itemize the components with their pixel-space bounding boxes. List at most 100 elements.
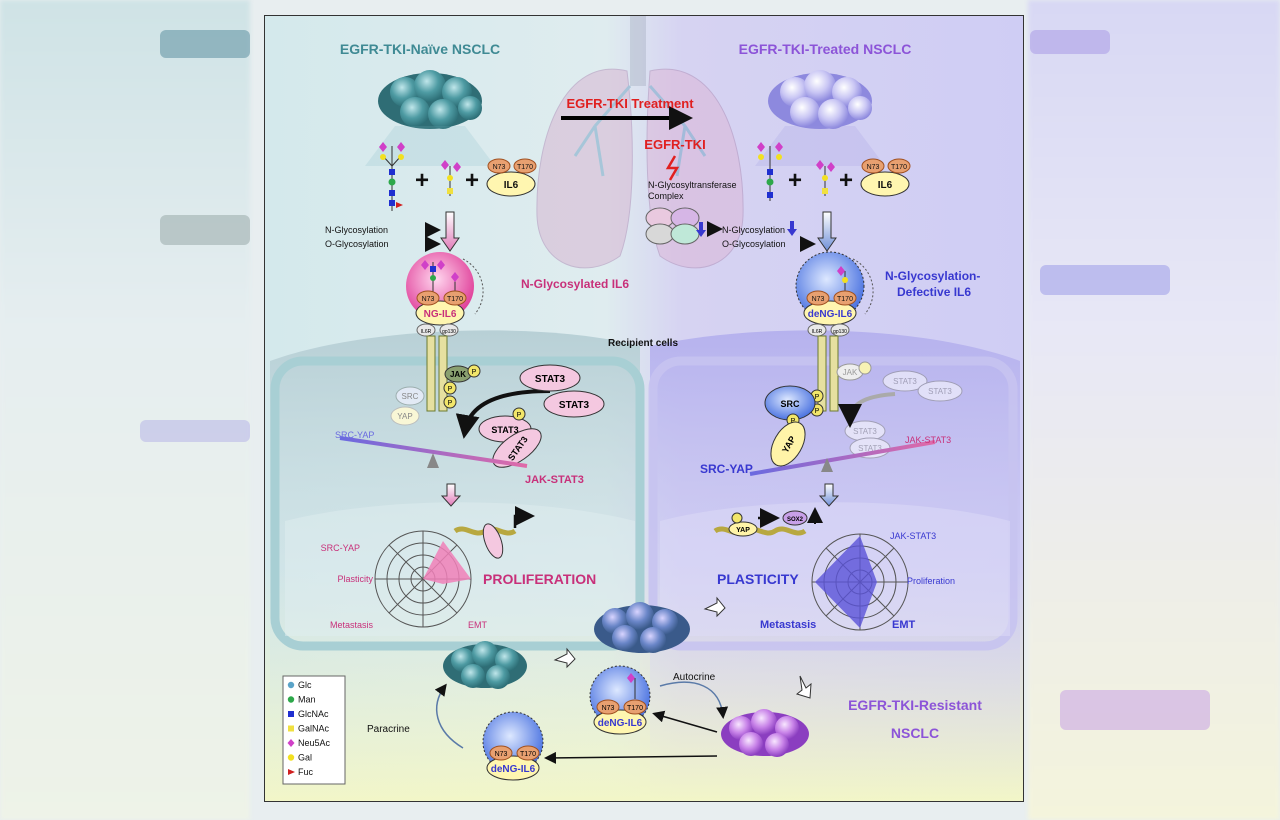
blurred-block-right (1040, 265, 1170, 295)
svg-text:NG-IL6: NG-IL6 (424, 309, 457, 320)
svg-text:STAT3: STAT3 (559, 400, 590, 411)
blurred-background-right (1028, 0, 1280, 820)
lung-silhouette (536, 16, 744, 269)
defective-il6-line2: Defective IL6 (897, 285, 971, 299)
svg-text:Metastasis: Metastasis (760, 619, 816, 631)
receptor-right: IL6R gp130 JAK P P SRC P YAP (764, 323, 872, 467)
recipient-cell-left (270, 356, 645, 651)
seesaw-left (339, 436, 528, 468)
n-glycosylation-left: N-Glycosylation (325, 225, 388, 235)
stat3-molecules-left: STAT3 STAT3 STAT3 STAT3 P (478, 364, 605, 468)
figure-canvas: EGFR-TKI-Naïve NSCLC EGFR-TKI-Treated NS… (270, 16, 1020, 801)
lightning-icon (665, 155, 680, 181)
svg-text:+: + (839, 167, 853, 194)
legend-glc-label: Glc (298, 680, 312, 690)
il6-left: IL6 N73 T170 (486, 158, 537, 197)
jak-stat3-label-right: JAK-STAT3 (905, 435, 951, 445)
svg-text:N73: N73 (495, 751, 508, 758)
svg-text:SRC-YAP: SRC-YAP (321, 543, 360, 553)
stat3-recruit-arrow-faded (838, 392, 896, 428)
blurred-label-right (1060, 690, 1210, 730)
n-glycosylation-right: N-Glycosylation (722, 225, 785, 235)
complex-label-line: N-Glycosyltransferase (648, 180, 737, 190)
n-glycosylated-il6-label: N-Glycosylated IL6 (521, 277, 629, 291)
blurred-header-right (1030, 30, 1110, 54)
down-arrow-nucleus-left (440, 483, 462, 507)
svg-text:N73: N73 (493, 164, 506, 171)
svg-text:STAT3: STAT3 (491, 425, 518, 435)
stat3-dimer-left (482, 523, 504, 559)
treatment-label: EGFR-TKI Treatment (566, 96, 694, 111)
svg-text:STAT3: STAT3 (893, 377, 917, 386)
dna-right (713, 526, 807, 536)
svg-text:EMT: EMT (468, 620, 488, 630)
paracrine-label: Paracrine (367, 724, 410, 735)
ng-il6-left: NG-IL6 N73 T170 (406, 252, 484, 326)
blurred-block-left (160, 215, 250, 245)
hollow-arrow-mid (703, 596, 726, 618)
legend-glc-symbol (287, 681, 295, 689)
cluster-beam-naive (365, 126, 495, 166)
legend-gal-symbol (287, 754, 295, 761)
defective-il6-line1: N-Glycosylation- (885, 269, 980, 283)
tumor-cluster-bottom-left (443, 641, 527, 689)
legend-galnac-symbol (288, 725, 294, 732)
autocrine-return-arrow (652, 710, 718, 733)
hollow-arrow-bottom (553, 647, 576, 669)
autocrine-arrow (659, 681, 729, 719)
svg-text:P: P (815, 394, 820, 401)
svg-text:T170: T170 (517, 164, 533, 171)
deng-il6-right: deNG-IL6 N73 T170 (795, 251, 874, 326)
paracrine-return-arrow (544, 751, 718, 764)
tumor-cluster-resistant (721, 709, 809, 757)
svg-text:IL6: IL6 (504, 180, 519, 191)
svg-text:P: P (815, 408, 820, 415)
svg-text:P: P (791, 418, 796, 425)
svg-text:IL6: IL6 (878, 180, 893, 191)
recipient-cells-label: Recipient cells (608, 338, 678, 349)
svg-text:STAT3: STAT3 (858, 444, 882, 453)
seesaw-pivot-left (427, 453, 439, 468)
header-treated: EGFR-TKI-Treated NSCLC (739, 41, 912, 57)
o-glycosylation-left: O-Glycosylation (325, 239, 389, 249)
svg-text:P: P (448, 386, 453, 393)
svg-text:N73: N73 (602, 705, 615, 712)
legend-fuc-symbol (288, 769, 295, 775)
down-indicator-icon (790, 221, 794, 230)
svg-text:T170: T170 (891, 164, 907, 171)
tumor-cluster-middle (594, 602, 690, 653)
svg-text:Plasticity: Plasticity (337, 574, 373, 584)
legend-glcnac-label: GlcNAc (298, 709, 329, 719)
src-yap-label-right: SRC-YAP (700, 462, 753, 476)
legend-neu5ac-label: Neu5Ac (298, 738, 331, 748)
complex-label-line: Complex (648, 191, 684, 201)
glycosyltransferase-complex (645, 207, 723, 245)
glycan-tree-right: + + (757, 142, 853, 201)
down-arrow-right (817, 211, 837, 252)
svg-text:JAK-STAT3: JAK-STAT3 (890, 531, 936, 541)
svg-text:STAT3: STAT3 (928, 387, 952, 396)
stat3-recruit-arrow (455, 389, 551, 439)
seesaw-pivot-right (821, 458, 833, 472)
radar-chart-left: SRC-YAP Plasticity Metastasis EMT (321, 530, 488, 630)
svg-text:YAP: YAP (736, 527, 750, 534)
down-indicator-tip (787, 229, 797, 236)
svg-text:N73: N73 (812, 296, 825, 303)
svg-text:SRC: SRC (780, 399, 800, 409)
hollow-arrow-resistant (795, 675, 812, 699)
blurred-label-left (140, 420, 250, 442)
seesaw-right (749, 440, 936, 476)
svg-text:T170: T170 (520, 751, 536, 758)
svg-text:deNG-IL6: deNG-IL6 (491, 764, 536, 775)
deng-il6-bottom-1: deNG-IL6 N73 T170 (589, 665, 651, 735)
svg-text:+: + (465, 167, 479, 194)
svg-text:EMT: EMT (892, 619, 916, 631)
svg-text:deNG-IL6: deNG-IL6 (808, 309, 853, 320)
il6-right: IL6 N73 T170 (860, 158, 911, 197)
legend-man-label: Man (298, 695, 316, 705)
svg-text:N73: N73 (422, 296, 435, 303)
svg-text:T170: T170 (447, 296, 463, 303)
svg-text:YAP: YAP (397, 412, 412, 421)
